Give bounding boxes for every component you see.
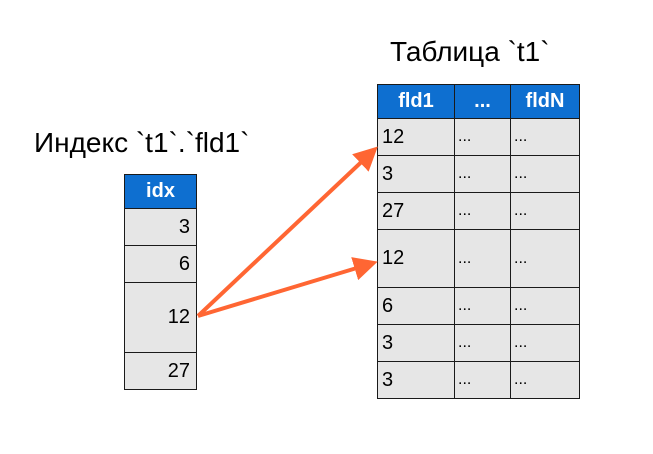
table-cell: 3 [377, 324, 455, 362]
table-header-ellipsis: ... [454, 84, 511, 119]
table-cell: 12 [377, 229, 455, 288]
table-cell: ... [510, 287, 580, 325]
pointer-arrow-to-row-4 [197, 257, 378, 318]
main-table: fld1 ... fldN 12 ... ... 3 ... ... 27 ..… [377, 84, 580, 399]
table-cell: ... [454, 361, 511, 399]
index-header-idx: idx [124, 174, 197, 209]
table-cell: ... [510, 229, 580, 288]
table-cell: ... [454, 229, 511, 288]
table-cell: ... [510, 324, 580, 362]
table-cell: 12 [377, 118, 455, 156]
index-title: Индекс `t1`.`fld1` [34, 127, 250, 158]
table-cell: ... [510, 192, 580, 230]
table-cell: ... [510, 118, 580, 156]
table-title: Таблица `t1` [390, 36, 550, 67]
table-cell: ... [510, 155, 580, 193]
index-row: 27 [124, 352, 197, 390]
table-cell: ... [454, 155, 511, 193]
index-row: 12 [124, 282, 197, 353]
index-row: 6 [124, 245, 197, 283]
table-cell: 3 [377, 361, 455, 399]
table-cell: ... [454, 324, 511, 362]
table-cell: ... [510, 361, 580, 399]
table-cell: 3 [377, 155, 455, 193]
pointer-arrow-to-row-1 [196, 146, 378, 318]
index-table: idx 3 6 12 27 [124, 174, 197, 390]
table-header-fld1: fld1 [377, 84, 455, 119]
index-row: 3 [124, 208, 197, 246]
table-cell: ... [454, 118, 511, 156]
table-cell: ... [454, 287, 511, 325]
